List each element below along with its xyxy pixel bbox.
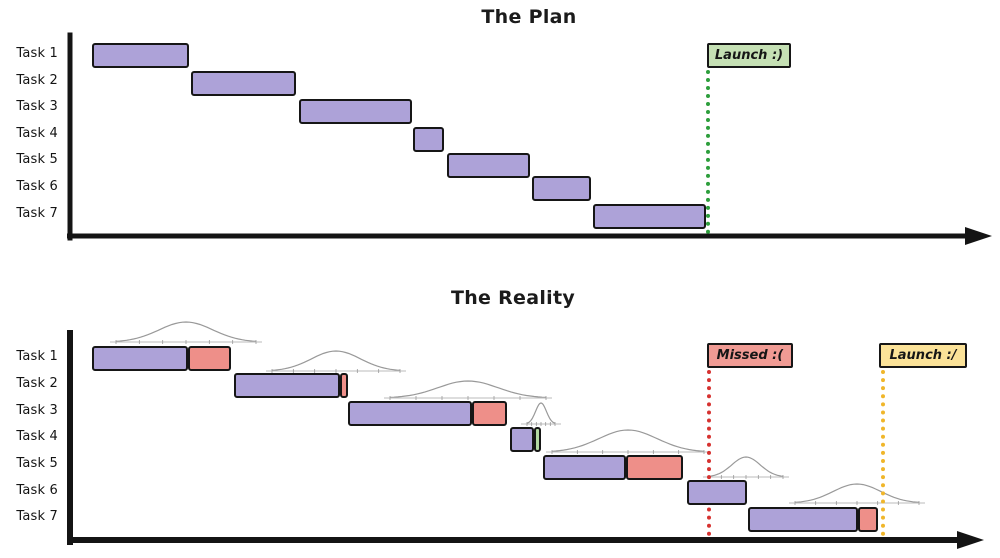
uncertainty-curve	[708, 456, 784, 477]
reality-bar-planned	[92, 346, 188, 371]
reality-chart-title: The Reality	[450, 287, 576, 309]
uncertainty-curve	[115, 321, 257, 342]
plan-task-label: Task 5	[16, 152, 58, 167]
reality-milestone-label: Launch :/	[879, 343, 967, 368]
reality-bar-planned	[748, 507, 858, 532]
plan-task-label: Task 6	[16, 179, 58, 194]
reality-milestone-label: Missed :(	[707, 343, 793, 368]
reality-bar-planned	[234, 373, 340, 398]
plan-bar-planned	[413, 127, 444, 152]
reality-task-label: Task 6	[16, 483, 58, 498]
reality-task-label: Task 3	[16, 403, 58, 418]
plan-task-label: Task 7	[16, 206, 58, 221]
plan-bar-planned	[191, 71, 296, 96]
plan-x-axis-arrowhead-icon	[965, 227, 992, 245]
plan-milestone-line	[706, 70, 710, 234]
reality-task-label: Task 7	[16, 509, 58, 524]
reality-bar-planned	[348, 401, 472, 426]
reality-milestone-line	[881, 370, 885, 536]
reality-bar-planned	[687, 480, 747, 505]
plan-bar-planned	[447, 153, 530, 178]
plan-task-label: Task 1	[16, 46, 58, 61]
plan-milestone-label: Launch :)	[707, 43, 791, 68]
uncertainty-curve	[389, 380, 547, 398]
reality-bar-planned	[510, 427, 534, 452]
reality-task-label: Task 5	[16, 456, 58, 471]
reality-bar-early	[534, 427, 541, 452]
uncertainty-curve	[794, 483, 920, 503]
plan-task-label: Task 2	[16, 73, 58, 88]
reality-task-label: Task 4	[16, 429, 58, 444]
plan-bar-planned	[532, 176, 591, 201]
reality-x-axis-arrowhead-icon	[957, 531, 984, 549]
plan-task-label: Task 3	[16, 99, 58, 114]
reality-bar-overrun	[472, 401, 507, 426]
uncertainty-curve	[526, 402, 556, 424]
reality-milestone-line	[707, 370, 711, 536]
reality-bar-overrun	[188, 346, 231, 371]
reality-bar-overrun	[626, 455, 683, 480]
plan-bar-planned	[593, 204, 706, 229]
plan-bar-planned	[299, 99, 412, 124]
reality-task-label: Task 1	[16, 349, 58, 364]
uncertainty-curve	[551, 429, 705, 452]
reality-bar-overrun	[858, 507, 878, 532]
plan-bar-planned	[92, 43, 189, 68]
reality-task-label: Task 2	[16, 376, 58, 391]
uncertainty-curve	[271, 350, 401, 371]
reality-bar-overrun	[340, 373, 348, 398]
reality-bar-planned	[543, 455, 626, 480]
plan-task-label: Task 4	[16, 126, 58, 141]
plan-chart-title: The Plan	[481, 6, 577, 28]
